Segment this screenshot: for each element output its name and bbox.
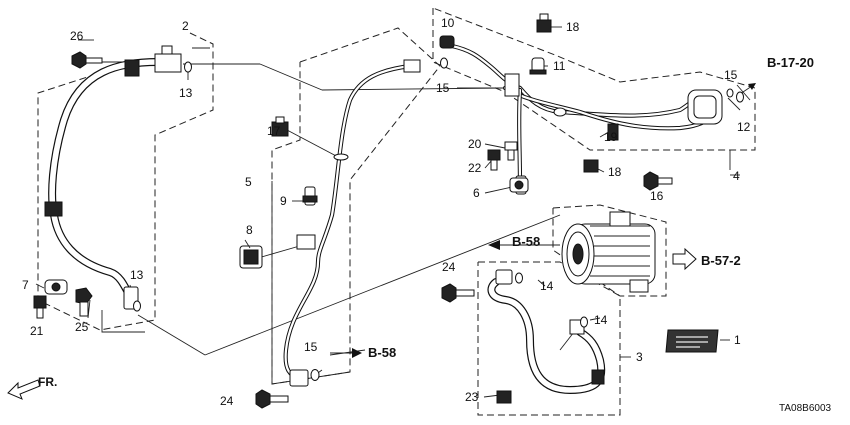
callout-22: 22 [468, 161, 482, 175]
o-ring-14a [515, 272, 523, 284]
cap-10 [439, 35, 455, 49]
callout-14a: 14 [540, 279, 554, 293]
clamp-6 [509, 177, 529, 193]
o-ring-13a [184, 61, 192, 73]
group-3-outline [477, 261, 621, 416]
bolt-25 [75, 287, 93, 317]
bolt-22 [487, 149, 501, 171]
clip-18-lower [583, 159, 599, 173]
sensor-9 [302, 186, 318, 206]
clip-18-upper [536, 13, 552, 33]
hose-crimp [124, 59, 140, 77]
callout-12: 12 [737, 120, 751, 134]
cap-11 [529, 57, 547, 75]
service-port [504, 73, 520, 97]
group-4-outline [432, 7, 756, 151]
bolt-24-lower [255, 389, 289, 409]
callout-13b: 13 [130, 268, 144, 282]
bolt-24-upper [441, 283, 475, 303]
front-direction-label: FR. [38, 375, 57, 389]
label-plate-1 [665, 329, 719, 353]
bolt-16 [643, 171, 673, 191]
callout-10: 10 [441, 16, 455, 30]
compressor-outline [552, 204, 667, 297]
callout-15a: 15 [436, 81, 450, 95]
o-ring-12 [736, 91, 744, 103]
pipe-flange [289, 369, 309, 387]
clamp-7 [44, 279, 68, 295]
callout-23: 23 [465, 390, 479, 404]
callout-26: 26 [70, 29, 84, 43]
callout-5: 5 [245, 175, 252, 189]
callout-15b: 15 [724, 68, 738, 82]
reference-codes: B-17-20 B-57-2 B-58 B-58 [368, 55, 814, 360]
callout-3: 3 [636, 350, 643, 364]
callout-14b: 14 [594, 313, 608, 327]
o-ring-15a [440, 57, 448, 69]
callout-8: 8 [246, 223, 253, 237]
condenser-pipe [449, 43, 723, 195]
arrows [7, 83, 756, 400]
diagram-code: TA08B6003 [779, 403, 832, 414]
bolt-20 [504, 141, 518, 161]
callout-24a: 24 [442, 260, 456, 274]
bracket-8 [239, 239, 263, 269]
callout-20: 20 [468, 137, 482, 151]
o-ring-15b [726, 88, 734, 98]
group-2-outline [37, 32, 214, 331]
callout-6: 6 [473, 186, 480, 200]
ref-b-17-20: B-17-20 [767, 55, 814, 70]
callout-25: 25 [75, 320, 89, 334]
ref-b-57-2: B-57-2 [701, 253, 741, 268]
callout-18a: 18 [566, 20, 580, 34]
bolt-26 [71, 51, 103, 69]
callout-17: 17 [267, 124, 281, 138]
o-ring-14b [580, 316, 588, 328]
pipe-end-nut [403, 59, 421, 73]
ref-b-58-upper: B-58 [512, 234, 540, 249]
suction-pipe [283, 59, 421, 387]
bolt-21 [33, 295, 47, 319]
suction-hose [487, 269, 606, 394]
callout-4: 4 [733, 169, 740, 183]
ref-b-58-lower: B-58 [368, 345, 396, 360]
callout-1: 1 [734, 333, 741, 347]
clip-17 [271, 116, 289, 137]
callout-16: 16 [650, 189, 664, 203]
clip-19 [607, 123, 619, 141]
callout-numbers: 2 26 13 13 7 21 25 17 5 9 8 24 15 10 18 … [22, 16, 751, 408]
callout-11: 11 [553, 59, 566, 73]
callout-9: 9 [280, 194, 287, 208]
callout-2: 2 [182, 19, 189, 33]
callout-19: 19 [604, 130, 618, 144]
callout-15c: 15 [304, 340, 318, 354]
group-5-outline [271, 27, 441, 385]
callout-21: 21 [30, 324, 44, 338]
hose-block-fitting [154, 53, 182, 73]
callout-24b: 24 [220, 394, 234, 408]
compressor [561, 211, 656, 293]
o-ring-15c [310, 369, 320, 381]
callout-18b: 18 [608, 165, 622, 179]
pipe-clamp [296, 234, 316, 250]
clip-23 [496, 390, 512, 404]
o-ring-13b [133, 300, 141, 312]
callout-7: 7 [22, 278, 29, 292]
discharge-hose [44, 45, 192, 312]
hose-clamp-band [44, 201, 63, 217]
callout-13a: 13 [179, 86, 193, 100]
